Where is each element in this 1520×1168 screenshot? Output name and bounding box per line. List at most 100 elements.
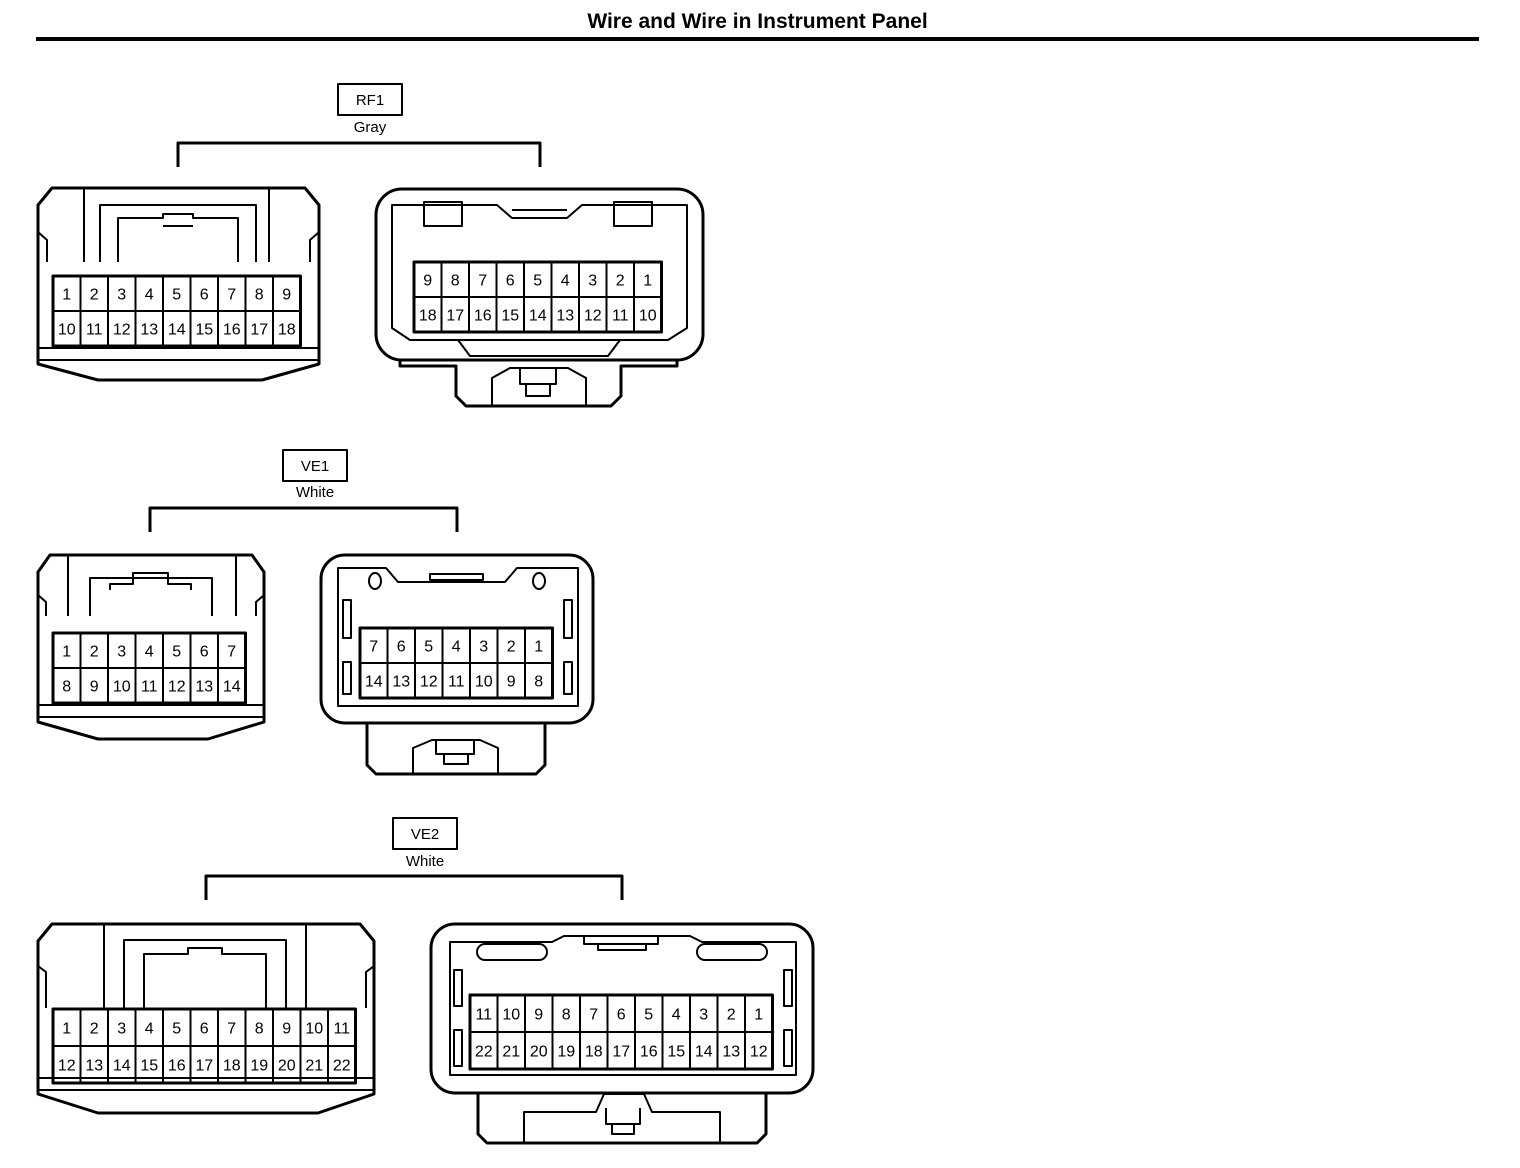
pin-number: 21 [305, 1058, 323, 1075]
pin-number: 7 [227, 1021, 236, 1038]
pin-number: 3 [117, 644, 126, 661]
pin-number: 5 [424, 639, 433, 656]
pin-number: 12 [584, 308, 602, 325]
pin-number: 3 [479, 639, 488, 656]
pin-number: 10 [58, 322, 76, 339]
pin-number: 13 [556, 308, 574, 325]
pin-number: 8 [562, 1007, 571, 1024]
pin-number: 12 [113, 322, 131, 339]
pin-number: 5 [172, 644, 181, 661]
pin-number: 13 [140, 322, 158, 339]
pin-number: 7 [227, 287, 236, 304]
pin-number: 9 [282, 1021, 291, 1038]
pin-number: 2 [616, 273, 625, 290]
pin-number: 11 [86, 322, 103, 339]
pin-number: 1 [62, 644, 71, 661]
pin-number: 2 [507, 639, 516, 656]
pin-number: 11 [612, 308, 629, 325]
pin-number: 9 [423, 273, 432, 290]
pin-number: 18 [278, 322, 296, 339]
pin-number: 12 [58, 1058, 76, 1075]
connector-color-ve2: White [406, 853, 444, 870]
pin-number: 2 [90, 287, 99, 304]
pin-number: 7 [227, 644, 236, 661]
pin-number: 11 [448, 674, 465, 691]
pin-number: 8 [534, 674, 543, 691]
pin-number: 18 [223, 1058, 241, 1075]
pin-number: 15 [501, 308, 519, 325]
pin-number: 17 [446, 308, 464, 325]
pin-number: 15 [195, 322, 213, 339]
pin-number: 1 [754, 1007, 763, 1024]
pin-cell [633, 296, 663, 333]
pin-number: 4 [145, 287, 154, 304]
pin-number: 7 [589, 1007, 598, 1024]
male-housing-ve2 [429, 922, 815, 1145]
pin-cell [272, 310, 302, 347]
pin-number: 14 [529, 308, 547, 325]
pin-number: 12 [168, 679, 186, 696]
pin-number: 9 [90, 679, 99, 696]
label-box-ve2 [392, 817, 458, 850]
pin-number: 13 [392, 674, 410, 691]
bracket-ve2 [204, 874, 624, 900]
pin-number: 11 [141, 679, 158, 696]
pin-number: 2 [727, 1007, 736, 1024]
pin-number: 1 [62, 1021, 71, 1038]
pin-number: 17 [250, 322, 268, 339]
pin-cell [327, 1045, 357, 1084]
pin-number: 10 [475, 674, 493, 691]
pin-number: 6 [506, 273, 515, 290]
pin-number: 8 [255, 287, 264, 304]
pin-number: 5 [533, 273, 542, 290]
pin-number: 6 [200, 1021, 209, 1038]
connector-code-rf1: RF1 [356, 92, 384, 109]
pin-number: 9 [282, 287, 291, 304]
pin-number: 1 [643, 273, 652, 290]
pin-number: 7 [369, 639, 378, 656]
pin-number: 20 [278, 1058, 296, 1075]
pin-number: 1 [62, 287, 71, 304]
pin-number: 3 [117, 1021, 126, 1038]
pin-number: 17 [612, 1044, 630, 1061]
pin-number: 13 [195, 679, 213, 696]
pin-cell [524, 662, 554, 699]
pin-number: 10 [502, 1007, 520, 1024]
pin-number: 8 [255, 1021, 264, 1038]
pin-number: 14 [113, 1058, 131, 1075]
pin-number: 4 [145, 644, 154, 661]
bracket-rf1 [176, 141, 542, 167]
pin-number: 18 [419, 308, 437, 325]
pin-number: 10 [305, 1021, 323, 1038]
pin-number: 2 [90, 1021, 99, 1038]
pin-number: 7 [478, 273, 487, 290]
page-title: Wire and Wire in Instrument Panel [587, 10, 928, 33]
female-housing-rf1 [36, 186, 321, 382]
pin-number: 6 [200, 287, 209, 304]
pin-number: 4 [561, 273, 570, 290]
pin-number: 12 [750, 1044, 768, 1061]
connector-code-ve1: VE1 [301, 458, 329, 475]
pin-number: 16 [474, 308, 492, 325]
bracket-ve1 [148, 506, 459, 532]
pin-number: 16 [168, 1058, 186, 1075]
pin-number: 9 [507, 674, 516, 691]
connector-color-rf1: Gray [354, 119, 387, 136]
label-box-rf1 [337, 83, 403, 116]
pin-number: 3 [699, 1007, 708, 1024]
male-housing-rf1 [374, 187, 705, 408]
female-housing-ve1 [36, 553, 266, 741]
pin-number: 4 [672, 1007, 681, 1024]
pin-number: 9 [534, 1007, 543, 1024]
pin-number: 14 [168, 322, 186, 339]
pin-number: 4 [145, 1021, 154, 1038]
pin-number: 13 [722, 1044, 740, 1061]
